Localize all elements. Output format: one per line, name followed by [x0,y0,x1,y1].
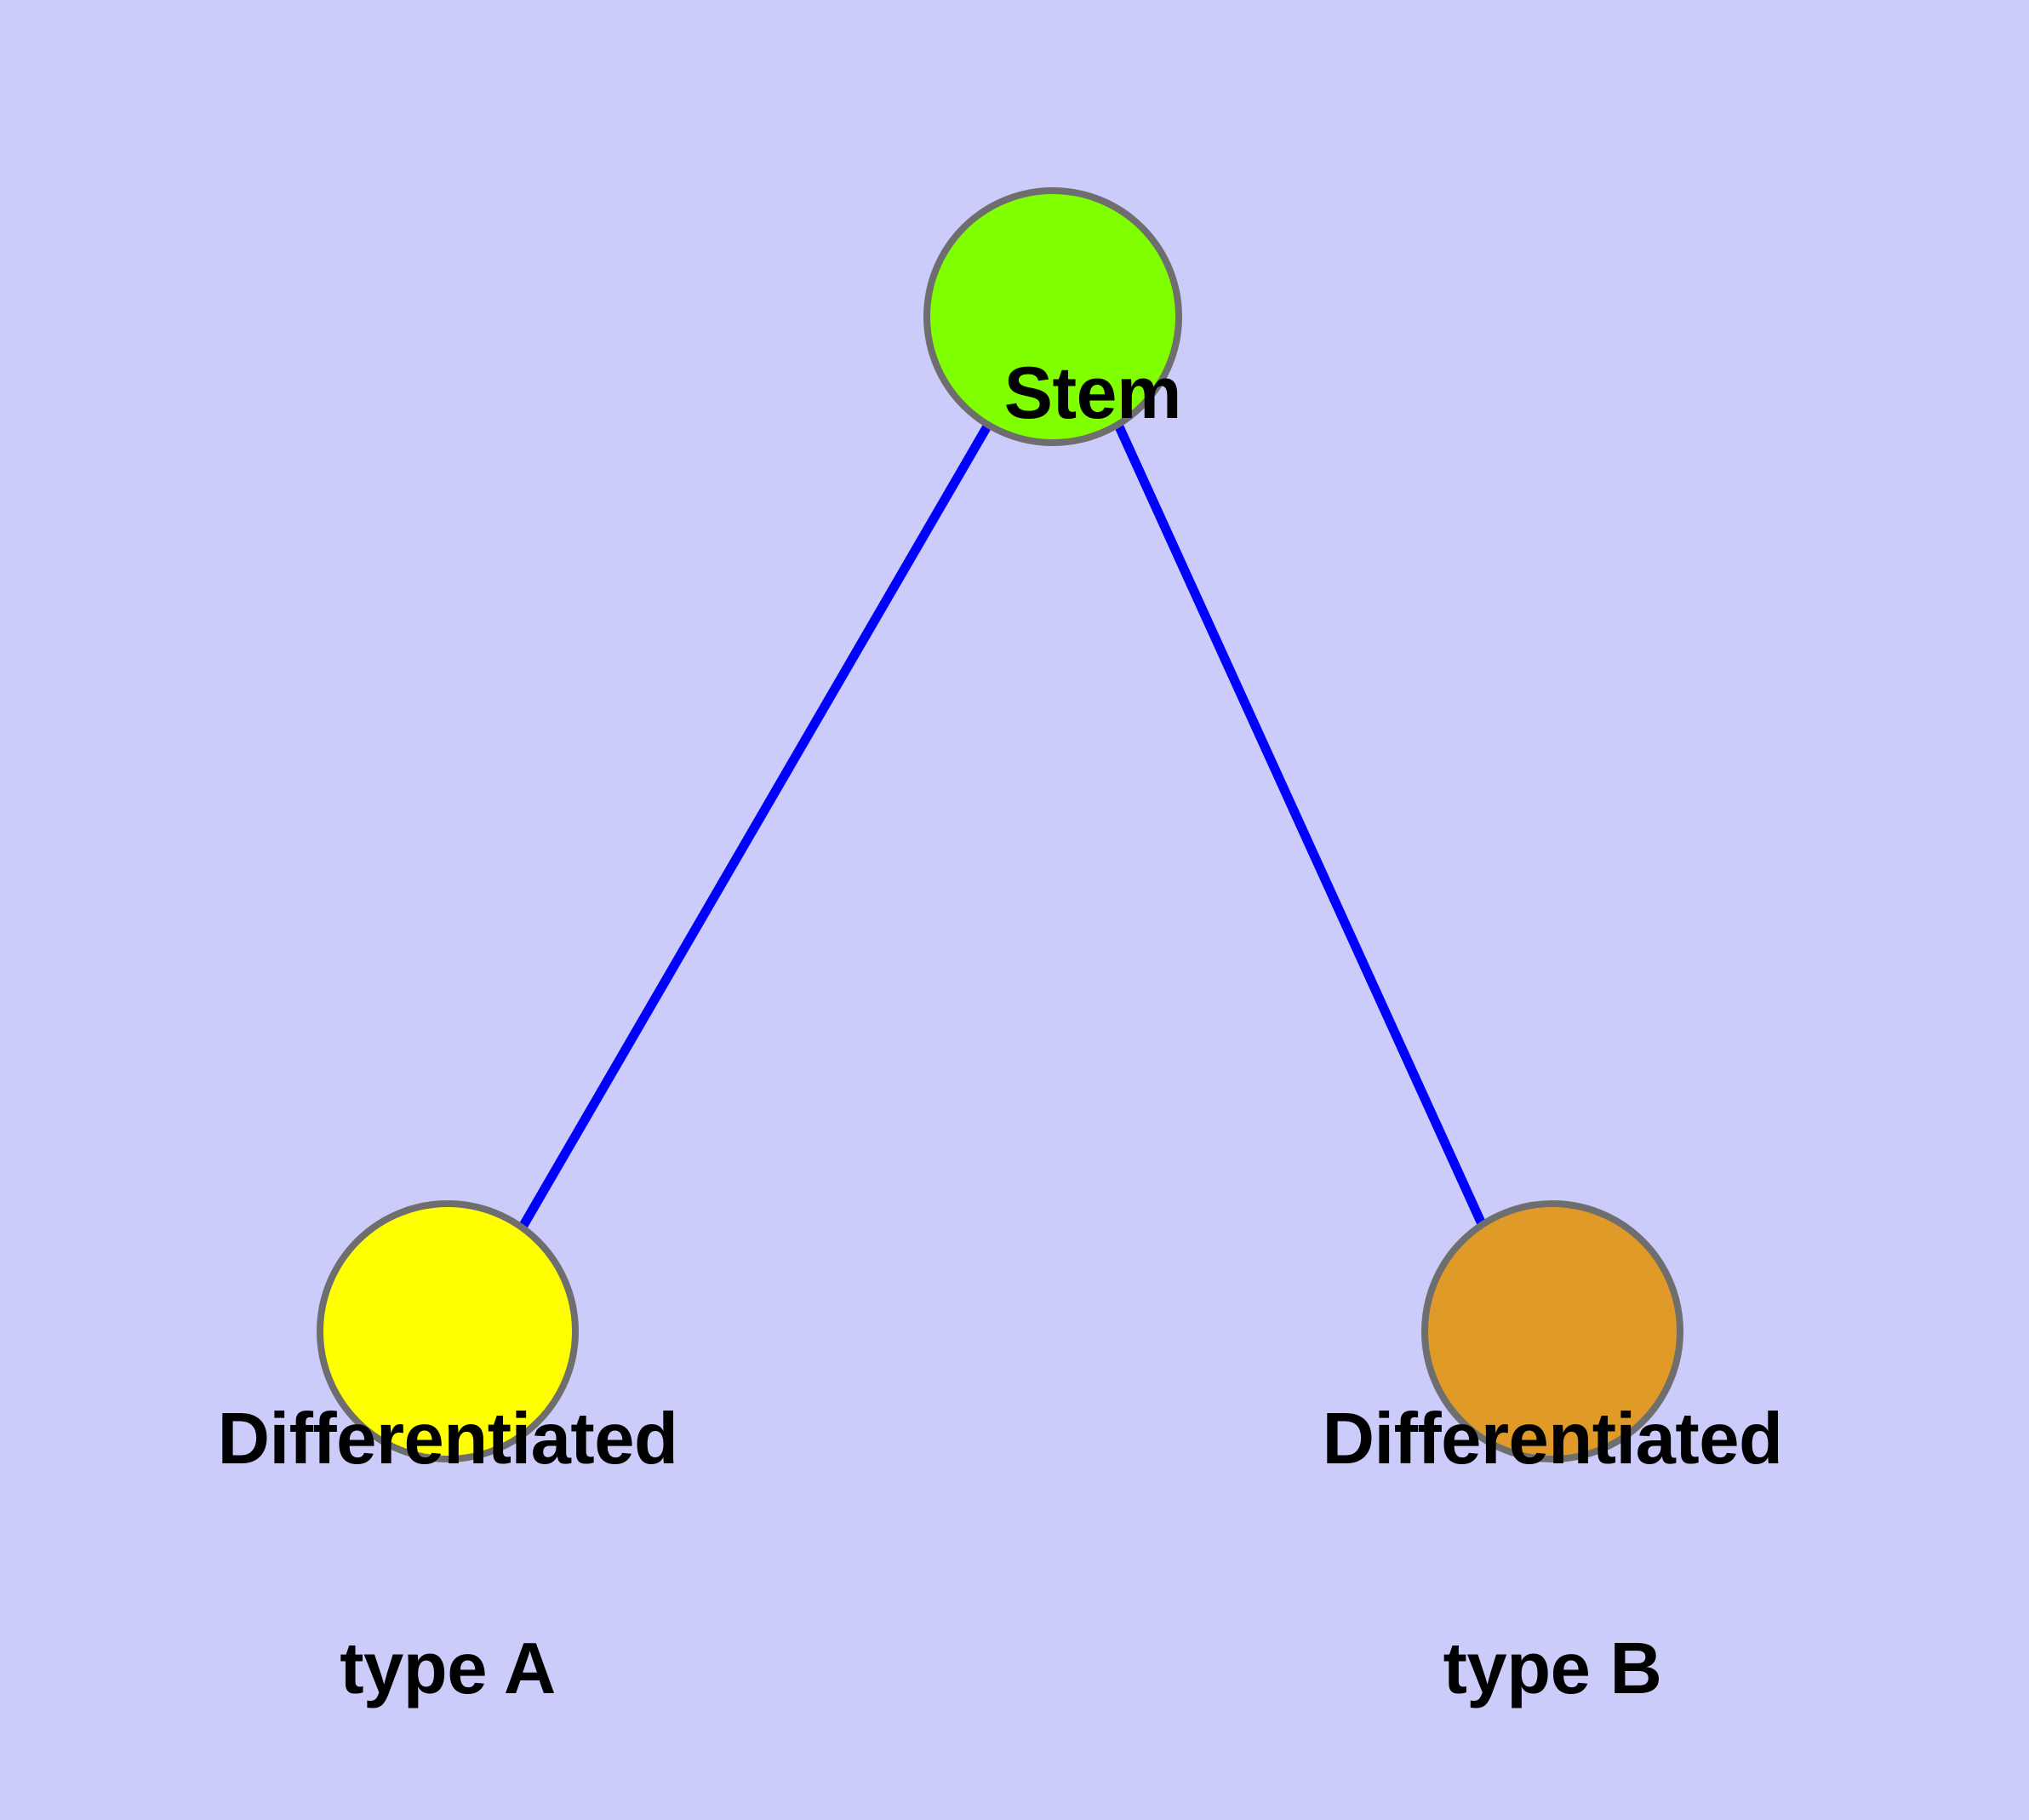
edge-layer [517,422,1488,1231]
edge-stem-to-diff-a[interactable] [517,422,992,1231]
node-circle-stem[interactable] [923,187,1182,446]
node-circle-diff-b[interactable] [1421,1200,1683,1462]
edge-stem-to-diff-b[interactable] [1113,422,1488,1228]
node-layer [317,187,1683,1462]
node-circle-diff-a[interactable] [317,1200,579,1462]
